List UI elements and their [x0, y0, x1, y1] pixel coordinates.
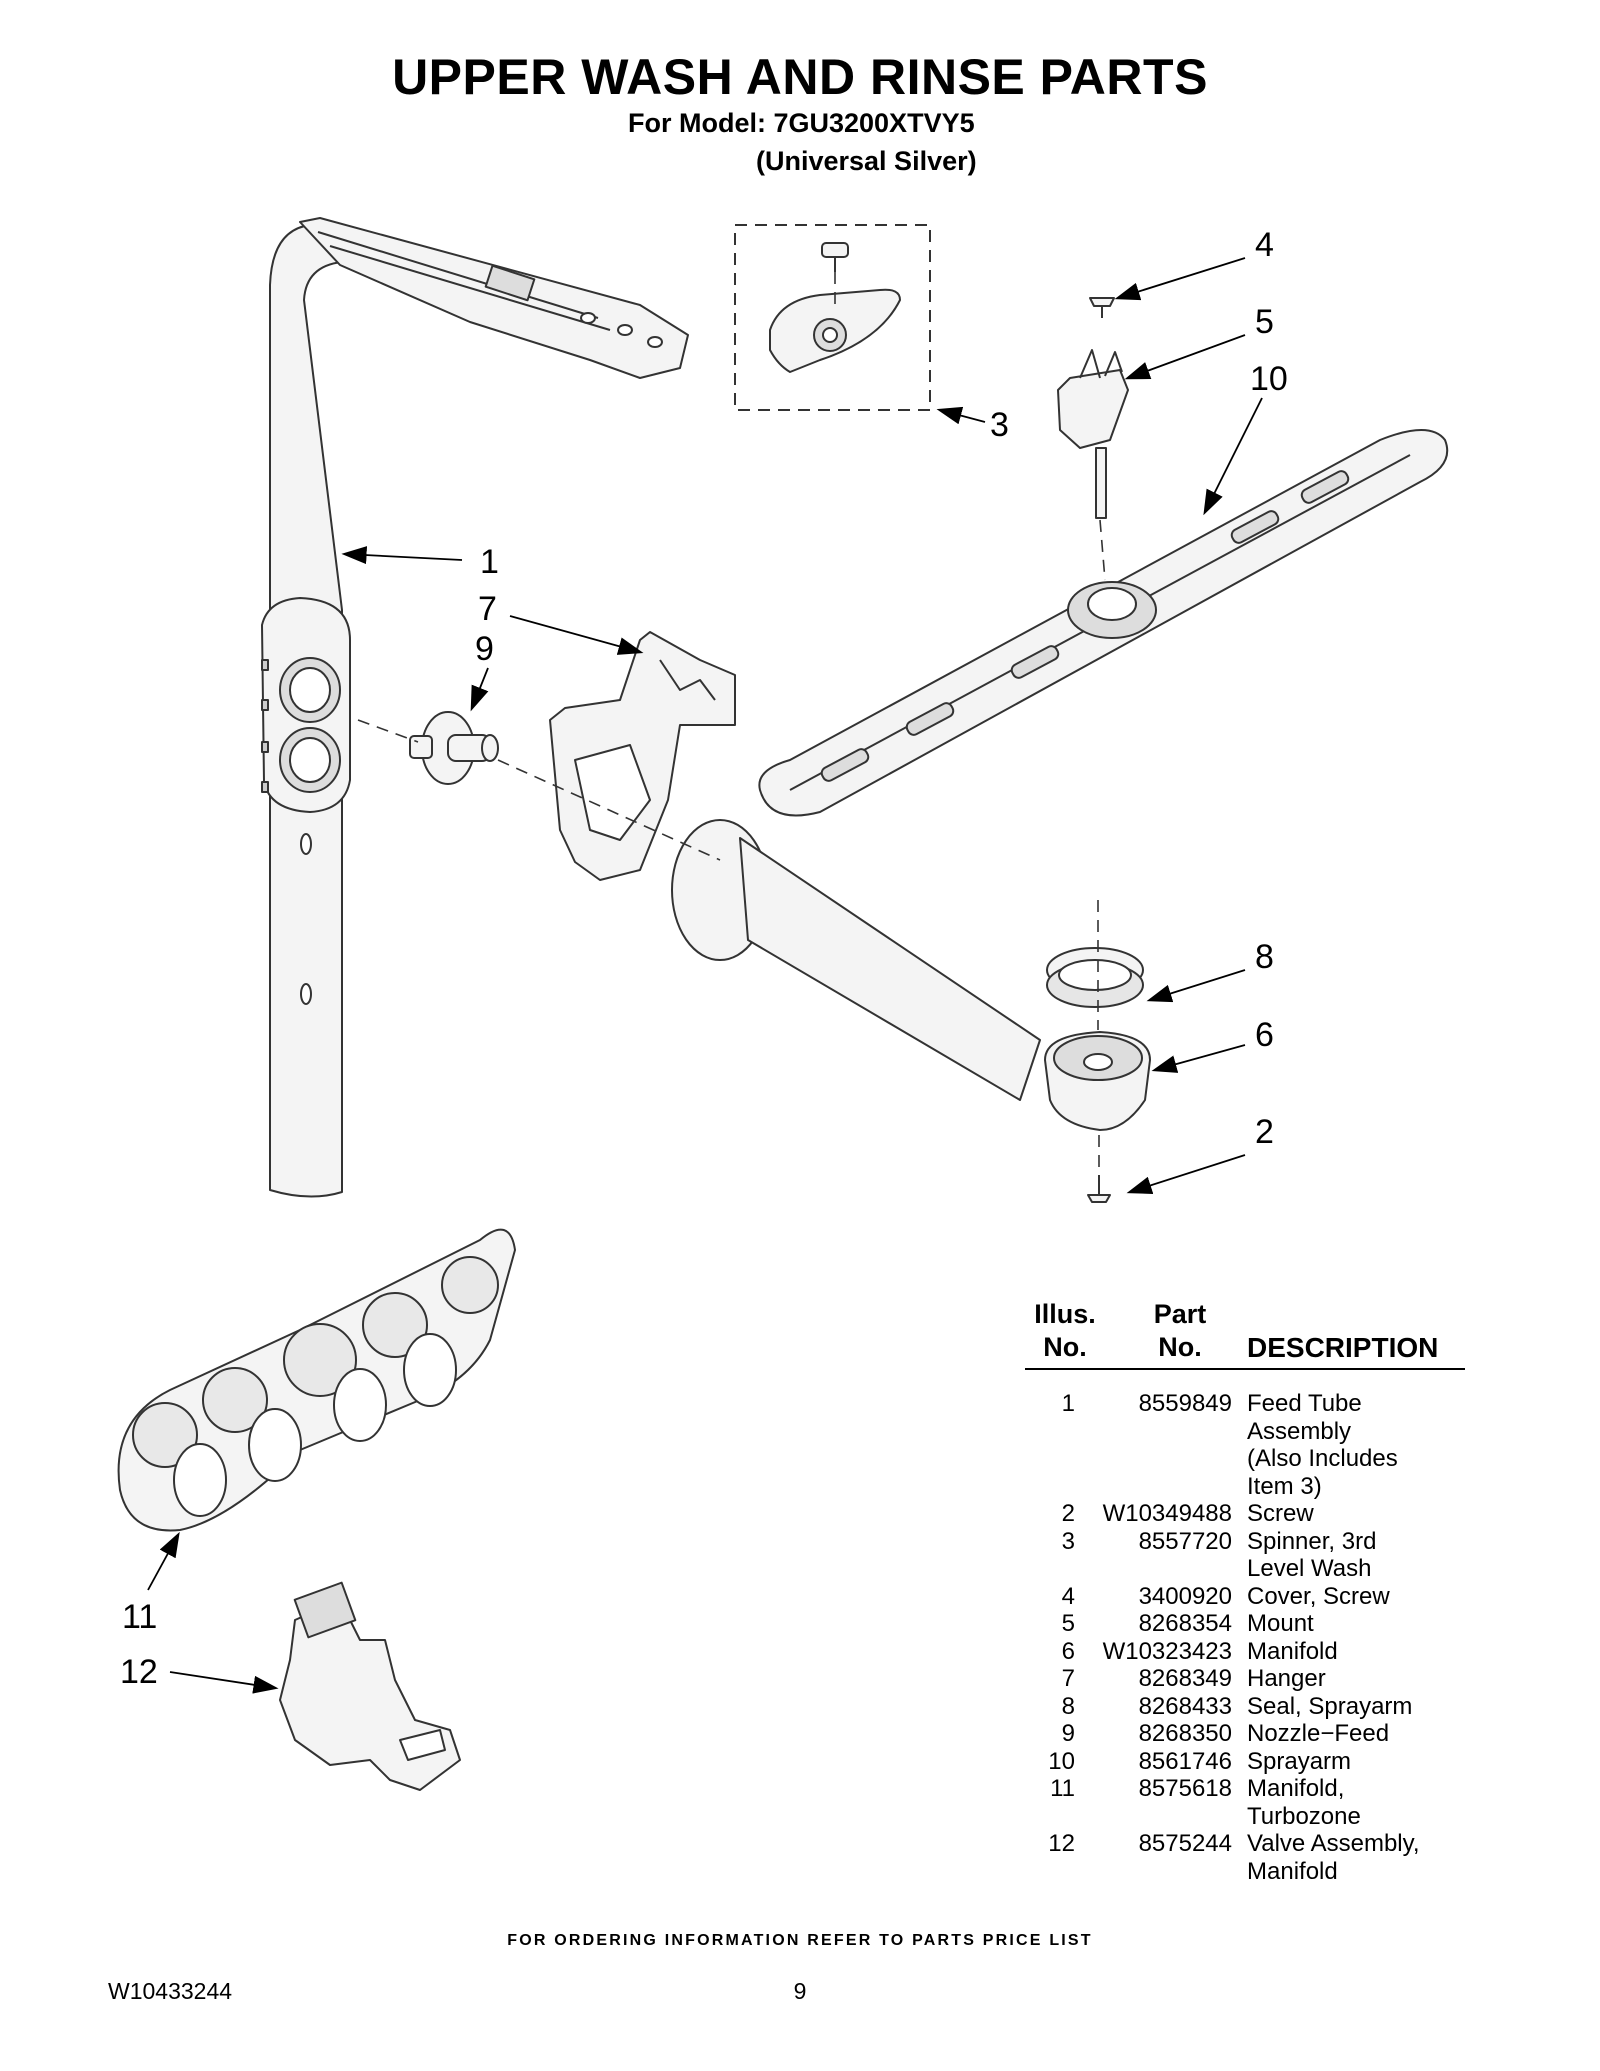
- illus-number: 6: [1061, 1637, 1075, 1665]
- leader-11: [147, 1531, 180, 1591]
- callout-6: 6: [1255, 1016, 1274, 1054]
- leader-12: [169, 1671, 279, 1694]
- table-header-rule: [1025, 1368, 1465, 1370]
- header-part-no: Part No.: [1153, 1299, 1207, 1362]
- page-title: UPPER WASH AND RINSE PARTS: [392, 49, 1208, 105]
- nozzle-feed-drawing: [409, 711, 499, 785]
- table-row: 5 8268354 Mount: [1025, 1610, 1465, 1638]
- illus-number: 12: [1048, 1830, 1075, 1857]
- part-description: Feed Tube Assembly (Also Includes Item 3…: [1247, 1390, 1398, 1500]
- leader-1: [341, 546, 463, 565]
- leader-8: [1146, 969, 1246, 1003]
- callout-10: 10: [1250, 360, 1288, 398]
- illus-number: 9: [1061, 1720, 1075, 1747]
- part-description: Manifold, Turbozone: [1247, 1775, 1361, 1830]
- screw-drawing: [1087, 1175, 1111, 1203]
- table-row: 4 3400920 Cover, Screw: [1025, 1583, 1465, 1611]
- illus-number: 5: [1061, 1610, 1075, 1637]
- turbozone-manifold-drawing: [117, 1228, 516, 1532]
- leader-4: [1114, 257, 1246, 301]
- leader-2: [1126, 1154, 1246, 1194]
- part-number: 8268349: [1138, 1665, 1232, 1692]
- color-subtitle: (Universal Silver): [756, 146, 977, 176]
- table-row: 7 8268349 Hanger: [1025, 1665, 1465, 1693]
- part-number: 8268350: [1138, 1720, 1232, 1747]
- leader-9: [470, 667, 489, 712]
- callout-1: 1: [480, 543, 499, 581]
- part-description: Spinner, 3rd Level Wash: [1247, 1527, 1377, 1583]
- part-number: 8268433: [1138, 1692, 1232, 1720]
- illus-number: 2: [1061, 1500, 1075, 1527]
- table-row: 11 8575618 Manifold, Turbozone: [1025, 1775, 1465, 1830]
- header-illus-no: Illus. No.: [1034, 1299, 1096, 1362]
- page-number: 9: [793, 1978, 807, 2004]
- document-number: W10433244: [108, 1978, 233, 2004]
- leader-7: [509, 615, 644, 655]
- table-row: 9 8268350 Nozzle−Feed: [1025, 1720, 1465, 1748]
- table-row: 1 8559849 Feed Tube Assembly (Also Include…: [1025, 1390, 1465, 1500]
- part-number: 8557720: [1138, 1527, 1232, 1555]
- manifold-tube-drawing: [671, 819, 1041, 1101]
- part-number: 3400920: [1138, 1582, 1232, 1610]
- part-number: 8559849: [1138, 1390, 1232, 1417]
- ordering-note: FOR ORDERING INFORMATION REFER TO PARTS …: [507, 1932, 1093, 1949]
- table-row: 8 8268433 Seal, Sprayarm: [1025, 1693, 1465, 1721]
- callout-11: 11: [122, 1598, 158, 1636]
- part-number: 8268354: [1138, 1610, 1232, 1637]
- callout-2: 2: [1255, 1113, 1274, 1151]
- leader-10: [1203, 397, 1263, 516]
- hanger-drawing: [549, 631, 736, 881]
- callout-12: 12: [120, 1653, 158, 1691]
- part-description: Manifold: [1247, 1637, 1338, 1665]
- illus-number: 8: [1061, 1692, 1075, 1720]
- feed-tube-assembly-drawing: [261, 217, 689, 1198]
- illus-number: 10: [1048, 1747, 1075, 1775]
- valve-assembly-drawing: [279, 1581, 461, 1791]
- illus-number: 4: [1061, 1582, 1075, 1610]
- illus-number: 11: [1050, 1775, 1075, 1802]
- sprayarm-drawing: [758, 429, 1449, 817]
- callout-3: 3: [990, 406, 1009, 444]
- table-row: 12 8575244 Valve Assembly, Manifold: [1025, 1830, 1465, 1885]
- callout-8: 8: [1255, 938, 1274, 976]
- part-description: Valve Assembly, Manifold: [1247, 1830, 1420, 1885]
- table-rows: 1 8559849 Feed Tube Assembly (Also Include…: [1025, 1390, 1465, 1885]
- callout-4: 4: [1255, 226, 1274, 264]
- part-description: Sprayarm: [1247, 1747, 1352, 1775]
- part-description: Mount: [1247, 1610, 1314, 1637]
- part-description: Hanger: [1247, 1665, 1326, 1692]
- model-subtitle: For Model: 7GU3200XTVY5: [628, 108, 975, 138]
- manifold-drawing: [1044, 1031, 1151, 1131]
- part-number: 8575244: [1138, 1830, 1232, 1857]
- part-description: Seal, Sprayarm: [1247, 1692, 1413, 1720]
- leader-3: [936, 406, 986, 425]
- part-description: Cover, Screw: [1247, 1582, 1390, 1610]
- part-description: Nozzle−Feed: [1247, 1720, 1390, 1747]
- part-number: 8561746: [1138, 1747, 1232, 1775]
- part-description: Screw: [1247, 1500, 1314, 1527]
- part-number: W10323423: [1102, 1637, 1232, 1665]
- illus-number: 3: [1061, 1527, 1075, 1555]
- part-number: 8575618: [1138, 1775, 1232, 1802]
- table-row: 2 W10349488 Screw: [1025, 1500, 1465, 1528]
- spinner-drawing: [734, 224, 931, 411]
- illus-number: 1: [1061, 1390, 1075, 1417]
- header-description: DESCRIPTION: [1247, 1332, 1439, 1363]
- seal-sprayarm-drawing: [1046, 947, 1144, 1008]
- table-row: 10 8561746 Sprayarm: [1025, 1748, 1465, 1776]
- table-row: 3 8557720 Spinner, 3rd Level Wash: [1025, 1528, 1465, 1583]
- leader-6: [1151, 1044, 1246, 1073]
- callout-7: 7: [478, 590, 497, 628]
- callout-5: 5: [1255, 303, 1274, 341]
- illus-number: 7: [1061, 1665, 1075, 1692]
- callout-9: 9: [475, 630, 494, 668]
- part-number: W10349488: [1102, 1500, 1232, 1527]
- leader-5: [1124, 334, 1246, 380]
- cover-screw-mount-drawing: [1057, 297, 1129, 519]
- table-row: 6 W10323423 Manifold: [1025, 1638, 1465, 1666]
